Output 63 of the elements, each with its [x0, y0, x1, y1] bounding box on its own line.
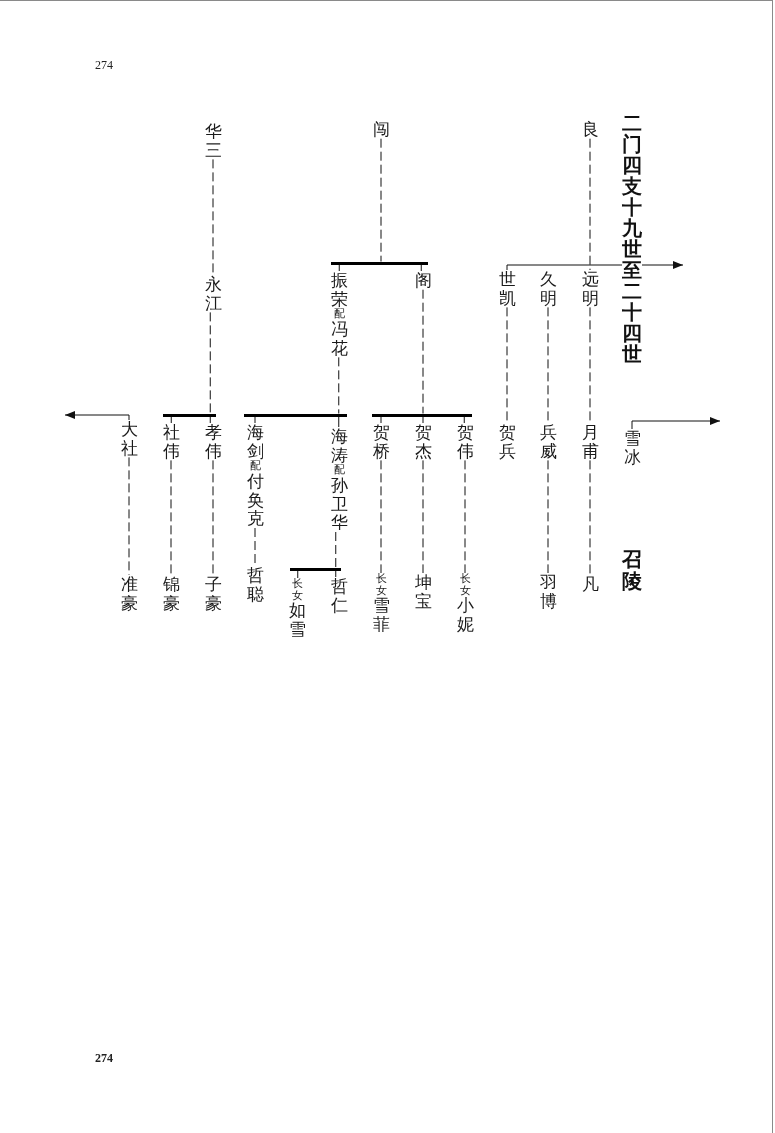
person-name: 坤宝 — [414, 573, 432, 611]
descent-line — [420, 264, 422, 272]
descent-line — [380, 459, 382, 574]
descent-line — [380, 138, 382, 262]
person-name: 锦豪 — [162, 575, 180, 613]
person-name: 贺伟 — [456, 423, 474, 461]
descent-line — [254, 416, 256, 424]
person-name: 羽博 — [539, 573, 557, 611]
person-name: 远明 — [581, 270, 599, 308]
descent-line — [338, 416, 340, 428]
page-title: 二门四支十九世至二十四世 — [622, 113, 642, 365]
descent-line — [209, 416, 211, 424]
person-name: 孝伟 — [204, 423, 222, 461]
person-name: 哲聪 — [246, 566, 264, 604]
descent-line — [128, 456, 130, 576]
branch-bar — [290, 567, 341, 571]
person-name: 大社 — [120, 420, 138, 458]
descent-line — [338, 264, 340, 272]
descent-line — [212, 459, 214, 576]
descent-line — [464, 459, 466, 574]
person-name: 贺杰 — [414, 423, 432, 461]
descent-line — [297, 570, 299, 579]
person-name: 子豪 — [204, 575, 222, 613]
place-name: 召陵 — [622, 548, 642, 592]
person-name: 久明 — [539, 270, 557, 308]
page-number: 274 — [95, 1051, 113, 1066]
person-name: 兵威 — [539, 423, 557, 461]
person-name: 哲仁 — [330, 577, 348, 615]
descent-line — [170, 459, 172, 576]
arrow — [506, 261, 684, 271]
descent-line — [380, 416, 382, 424]
branch-bar — [331, 261, 428, 265]
person-name: 社伟 — [162, 423, 180, 461]
person-name: 月甫 — [581, 423, 599, 461]
person-name: 闯 — [372, 120, 390, 139]
descent-line — [589, 459, 591, 576]
person-name: 准豪 — [120, 575, 138, 613]
person-name: 世凯 — [498, 270, 516, 308]
person-name: 华三 — [204, 122, 222, 160]
descent-line — [170, 416, 172, 424]
person-name: 阁 — [414, 271, 432, 290]
descent-line — [338, 356, 340, 414]
person-name: 良 — [581, 120, 599, 139]
descent-line — [422, 289, 424, 414]
descent-line — [335, 531, 337, 568]
descent-line — [209, 311, 211, 414]
person-name: 贺兵 — [498, 423, 516, 461]
arrow — [64, 411, 130, 421]
descent-line — [422, 416, 424, 424]
descent-line — [335, 570, 337, 578]
branch-bar — [244, 413, 347, 417]
arrow — [631, 417, 721, 430]
person-name: 贺桥 — [372, 423, 390, 461]
descent-line — [422, 459, 424, 574]
person-name: 雪冰 — [623, 429, 641, 467]
descent-line — [589, 138, 591, 271]
descent-line — [463, 416, 465, 424]
branch-bar — [163, 413, 216, 417]
person-name: 永江 — [204, 275, 222, 313]
person-name: 凡 — [581, 575, 599, 594]
descent-line — [547, 459, 549, 574]
branch-bar — [372, 413, 472, 417]
page-number: 274 — [95, 58, 113, 73]
